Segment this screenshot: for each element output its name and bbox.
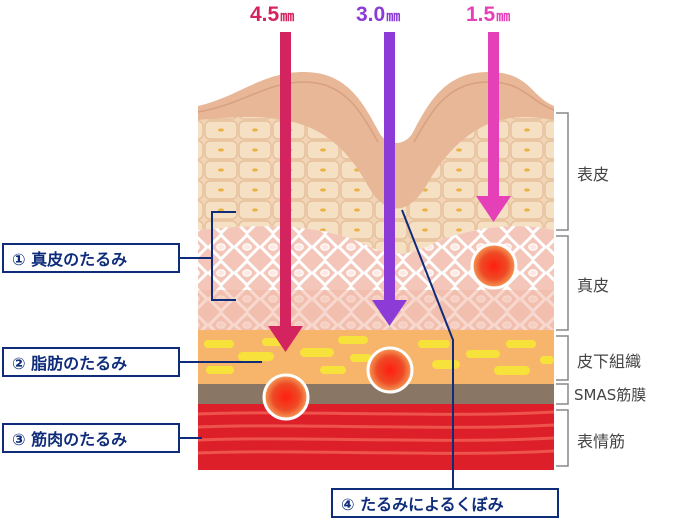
muscle-fibers	[198, 410, 554, 455]
hotspot-smas	[262, 373, 310, 421]
layer-label-dermis: 真皮	[577, 276, 610, 295]
callout-fat-sagging: ② 脂肪のたるみ	[2, 347, 180, 377]
depth-unit: ㎜	[386, 8, 401, 24]
layer-label-subcutaneous: 皮下組織	[577, 352, 642, 371]
depth-arrow-4-5mm	[268, 32, 303, 352]
hotspot-dermis	[470, 242, 518, 290]
depth-value: 4.5	[250, 3, 280, 26]
layer-label-muscle: 表情筋	[577, 432, 626, 451]
layer-label-epidermis: 表皮	[577, 165, 610, 184]
callout-muscle-sagging: ③ 筋肉のたるみ	[2, 423, 180, 453]
depth-unit: ㎜	[496, 8, 511, 24]
callout-dermis-sagging: ① 真皮のたるみ	[2, 243, 180, 273]
depth-label-4-5mm: 4.5㎜	[250, 0, 294, 30]
callout-connectors	[180, 209, 454, 488]
callout-sagging-hollow: ④ たるみによるくぼみ	[331, 488, 559, 518]
depth-label-1-5mm: 1.5㎜	[466, 0, 510, 30]
depth-value: 1.5	[466, 3, 496, 26]
hotspot-fat	[366, 346, 414, 394]
depth-arrow-3-0mm	[372, 32, 407, 326]
depth-label-3-0mm: 3.0㎜	[356, 0, 400, 30]
depth-unit: ㎜	[280, 8, 295, 24]
layer-brackets	[556, 112, 569, 467]
depth-arrow-1-5mm	[476, 32, 511, 222]
layer-label-smas: SMAS筋膜	[574, 386, 647, 404]
depth-value: 3.0	[356, 3, 386, 26]
